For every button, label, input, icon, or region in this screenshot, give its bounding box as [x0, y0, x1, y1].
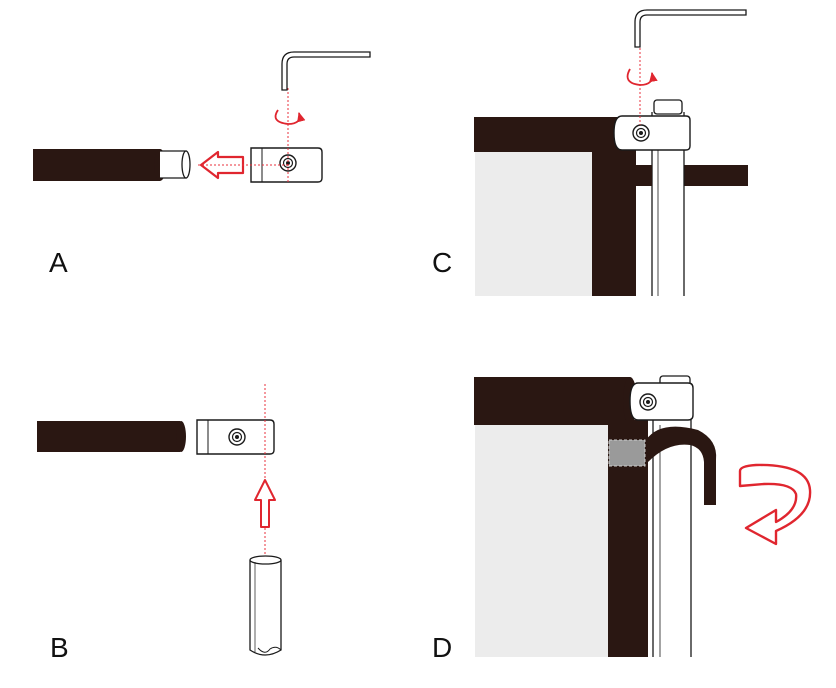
- panel-d: [474, 375, 812, 657]
- panel-label-d: D: [432, 632, 453, 663]
- velcro-tape: [608, 439, 646, 467]
- padded-bar: [33, 149, 166, 181]
- padded-bar: [474, 117, 620, 152]
- padded-side: [592, 148, 636, 296]
- insert-arrow-icon: [254, 479, 276, 528]
- wrap-strap: [646, 426, 717, 505]
- padded-bar: [474, 377, 630, 425]
- clamp-connector: [196, 419, 275, 455]
- panel-label-b: B: [50, 632, 69, 663]
- panel-c: [474, 9, 748, 296]
- hex-key-icon: [634, 9, 747, 48]
- rotate-arrow-icon: [626, 68, 658, 86]
- panel-label-a: A: [49, 247, 68, 278]
- fabric-panel: [475, 425, 608, 657]
- rotate-arrow-icon: [274, 109, 306, 125]
- clamp-connector: [629, 382, 694, 421]
- panel-label-c: C: [432, 247, 453, 278]
- panel-b: [37, 384, 282, 656]
- panel-a: [33, 51, 371, 183]
- clamp-connector: [613, 115, 691, 151]
- tube-end: [160, 150, 191, 179]
- wrap-arrow-icon: [738, 463, 812, 546]
- upright-pole: [249, 555, 282, 656]
- fabric-panel: [475, 152, 592, 296]
- padded-bar: [37, 421, 186, 452]
- hex-key-icon: [281, 51, 371, 91]
